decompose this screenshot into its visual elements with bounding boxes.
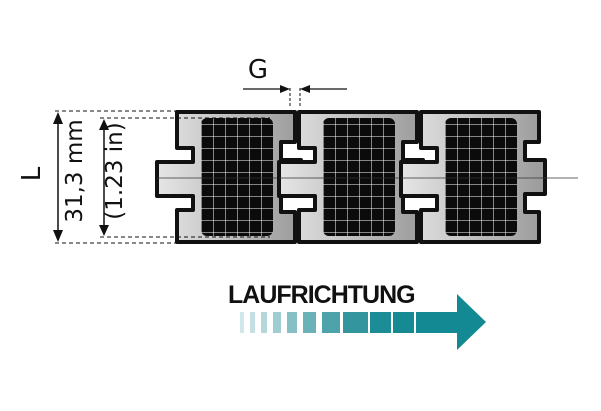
dimension-arrowheads — [53, 85, 310, 242]
length-label: L — [17, 166, 47, 181]
belt-module-3 — [399, 110, 547, 244]
dimension-lines — [55, 88, 347, 244]
direction-arrow-icon — [240, 294, 486, 350]
pitch-mm-label: 31,3 mm — [62, 119, 88, 222]
pitch-in-label: (1.23 in) — [102, 122, 128, 219]
gap-label: G — [248, 55, 268, 85]
direction-label: LAUFRICHTUNG — [228, 281, 415, 309]
